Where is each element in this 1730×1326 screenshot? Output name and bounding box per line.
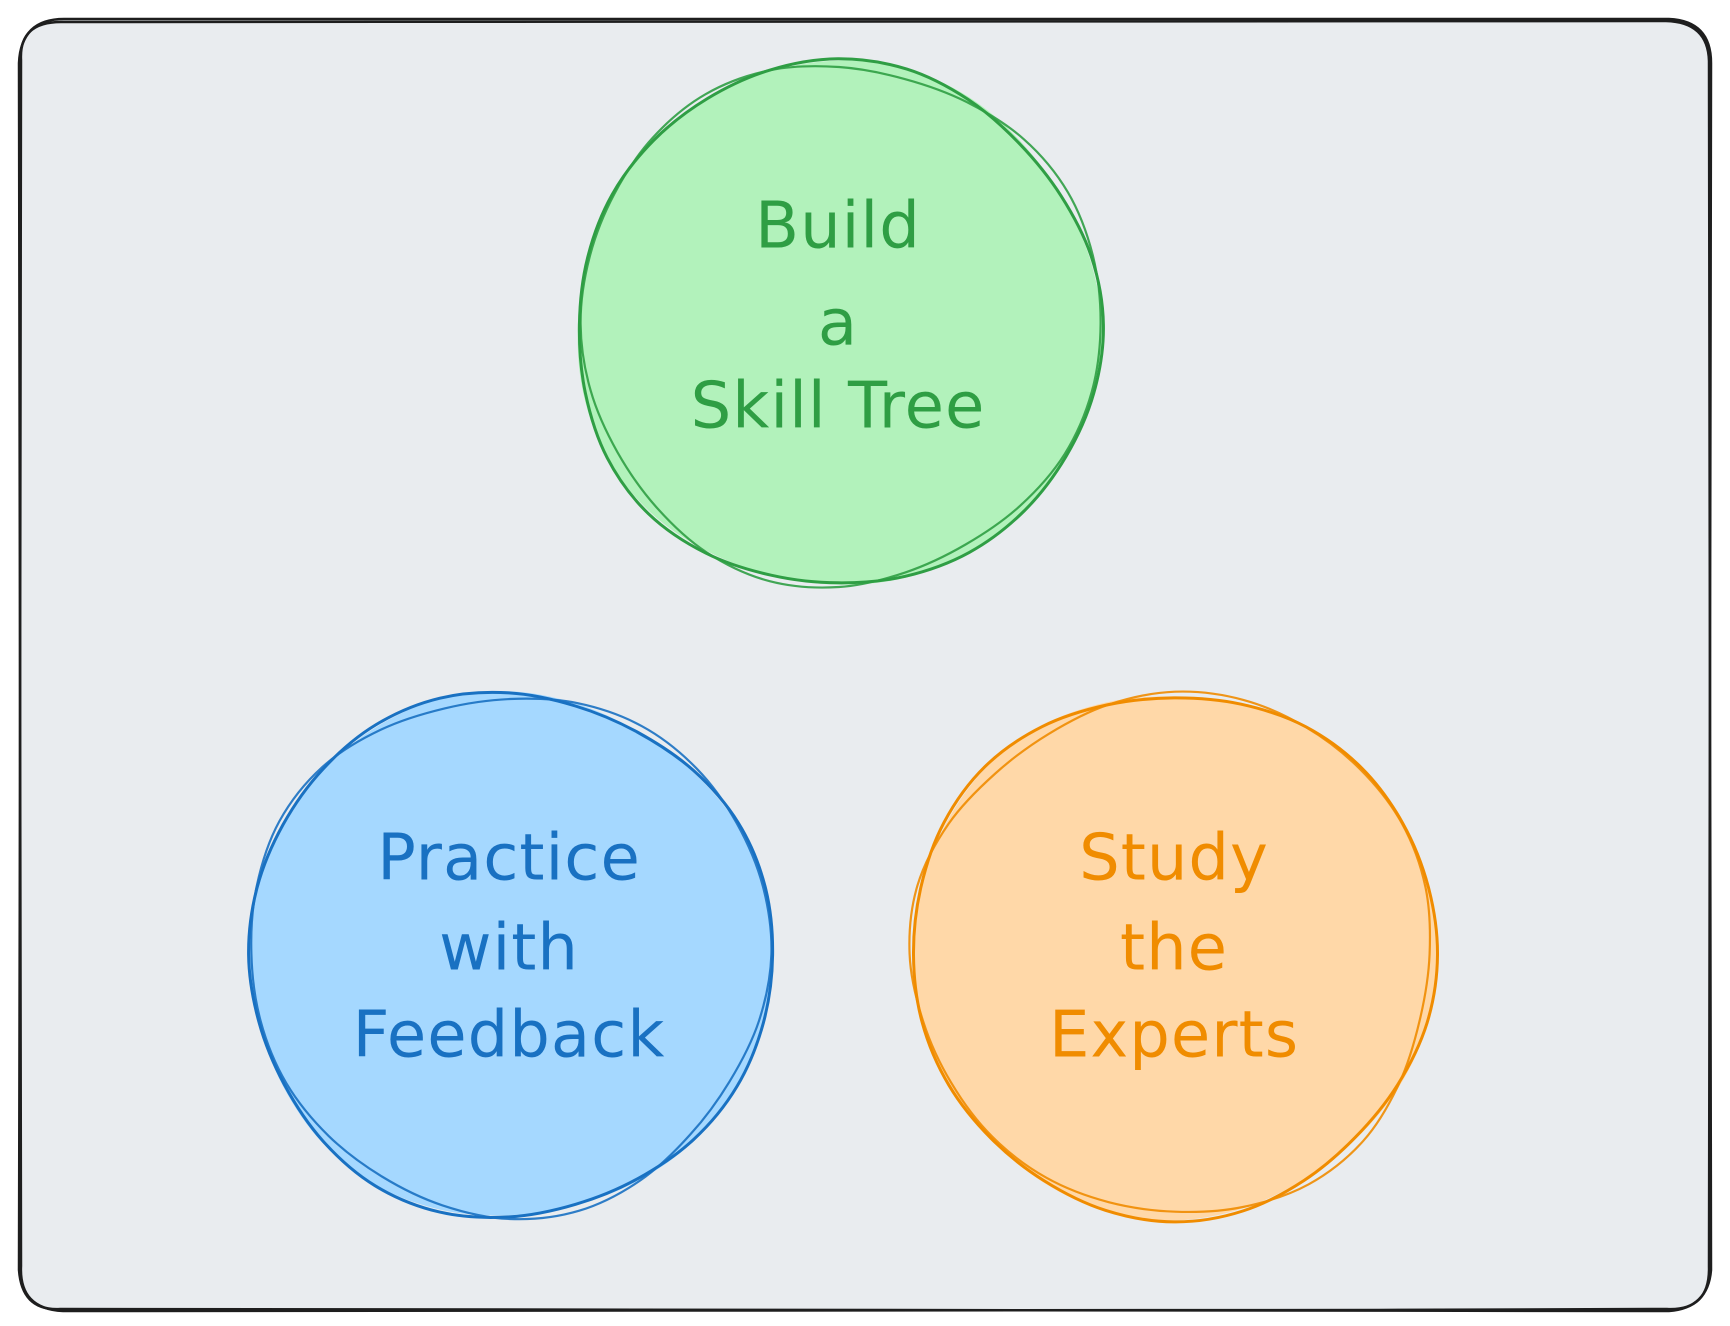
node-build-skill-tree: Build a Skill Tree (577, 57, 1105, 589)
circle-fill (913, 696, 1438, 1221)
circle-fill (248, 691, 773, 1216)
circle-outline (247, 690, 775, 1219)
circle-fill (577, 60, 1102, 585)
node-label-line-1: Build (755, 190, 921, 264)
node-label-line-2: with (439, 912, 579, 986)
node-label-line-3: Skill Tree (691, 370, 986, 444)
node-practice-with-feedback: Practice with Feedback (247, 690, 775, 1221)
node-label-line-1: Practice (377, 822, 641, 896)
node-label-line-2: a (818, 287, 858, 361)
node-study-the-experts: Study the Experts (908, 690, 1440, 1224)
circle-outline-sketch (579, 65, 1102, 589)
frame-stroke-2 (17, 19, 1713, 1313)
node-label-line-2: the (1120, 912, 1228, 986)
circle-outline-sketch (250, 697, 773, 1221)
node-label-line-3: Experts (1049, 999, 1299, 1073)
circle-outline-sketch (908, 690, 1432, 1214)
node-label-line-3: Feedback (353, 999, 666, 1073)
node-label-line-1: Study (1079, 822, 1269, 896)
circle-outline (577, 57, 1105, 585)
